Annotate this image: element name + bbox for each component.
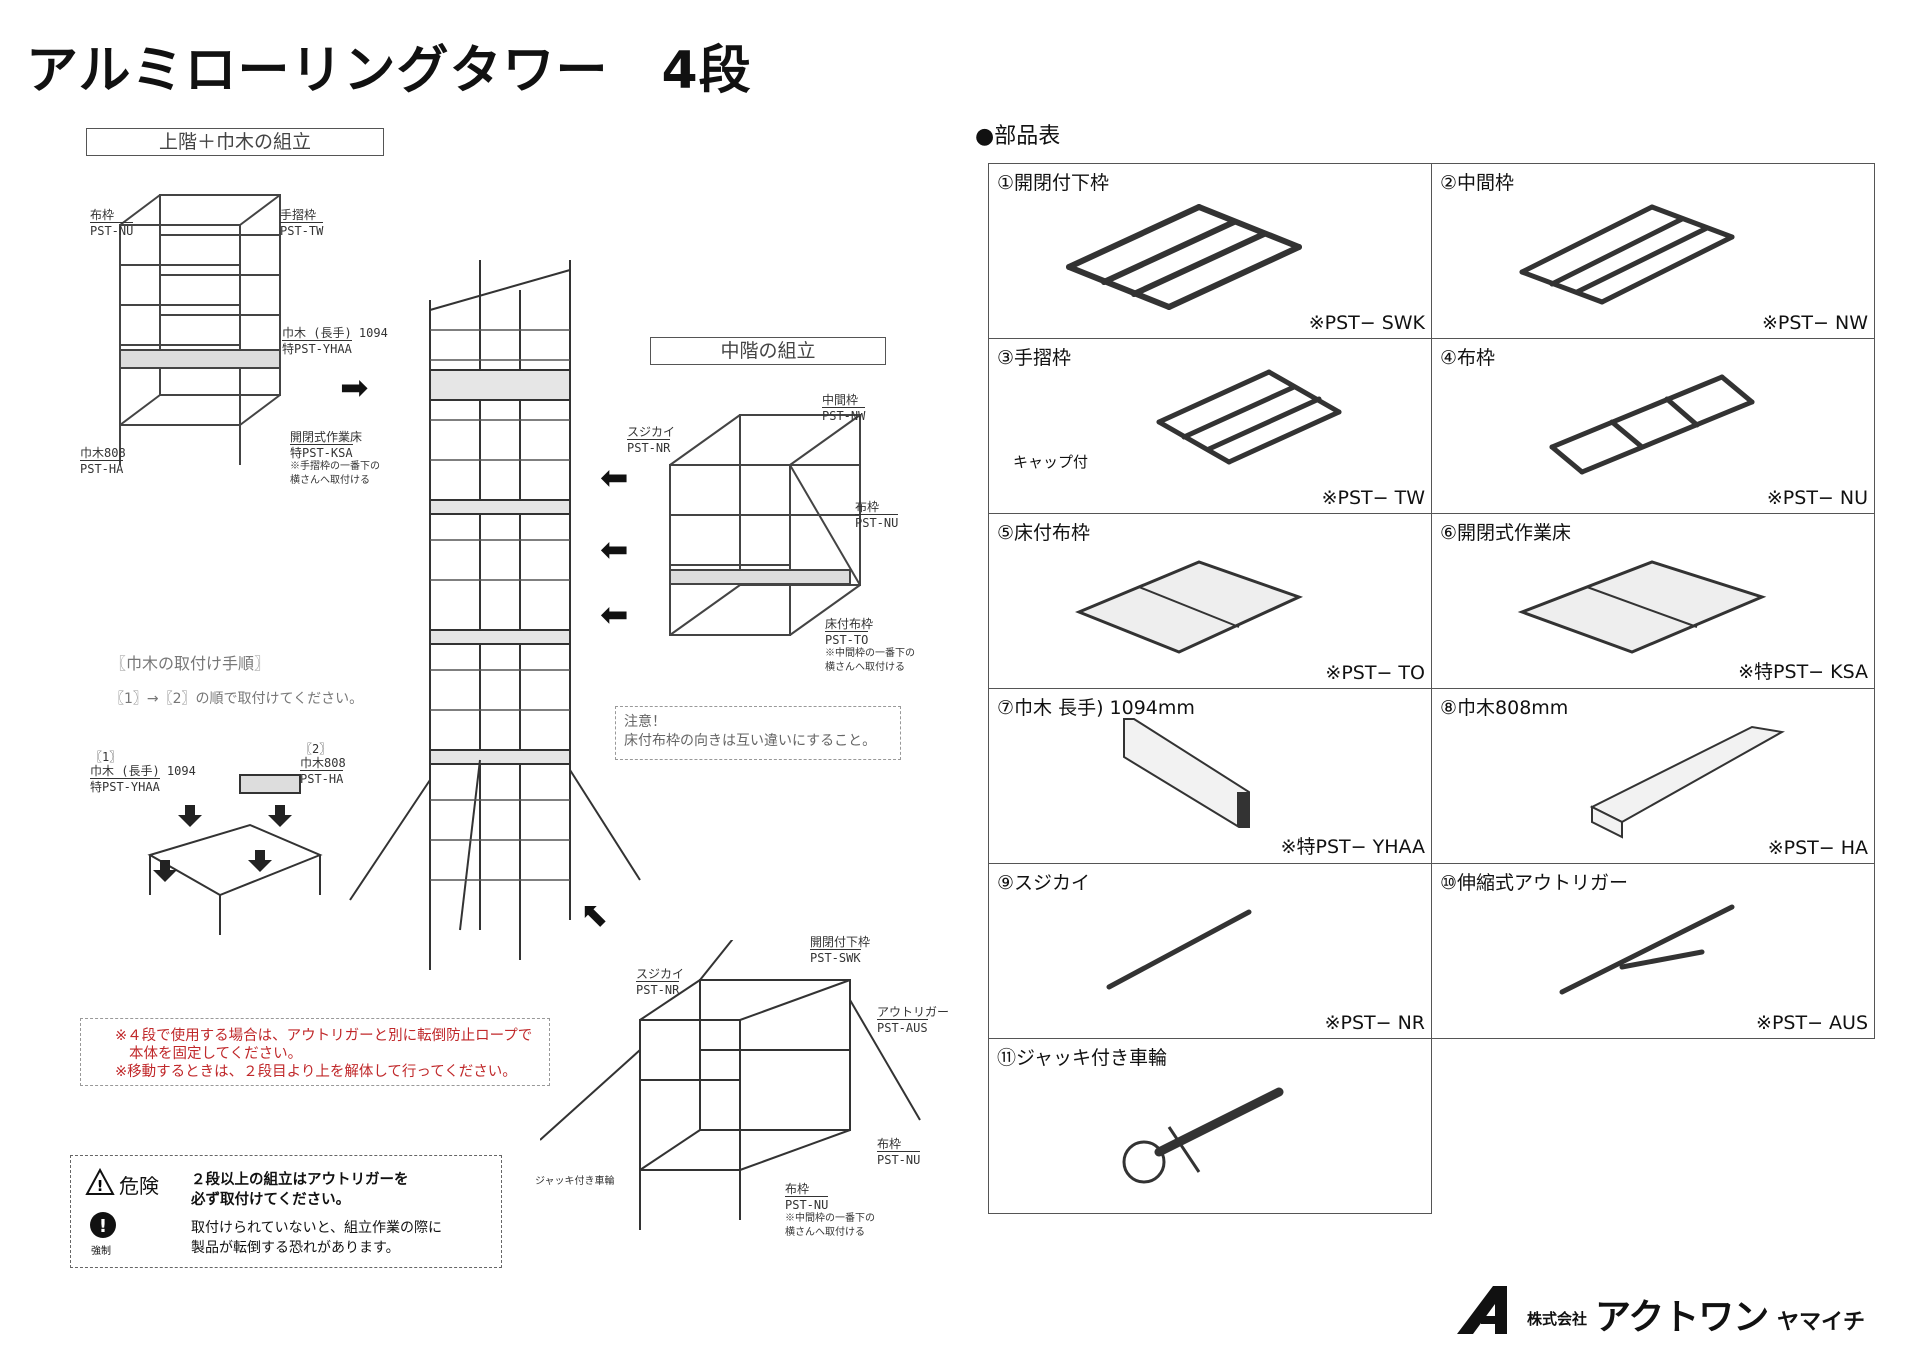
part-name: ③手摺枠 xyxy=(997,347,1072,369)
warning-triangle-icon: ! xyxy=(85,1168,115,1195)
empty-cell xyxy=(1432,1039,1875,1214)
middle-frame-part-drawing xyxy=(1519,204,1735,305)
part-cell: ③手摺枠 キャップ付 ※PST− TW xyxy=(988,338,1432,514)
part-cell: ⑦巾木 長手) 1094mm ※特PST− YHAA xyxy=(988,688,1432,864)
part-name: ⑪ジャッキ付き車輪 xyxy=(997,1047,1168,1069)
part-code: ※PST− NR xyxy=(1324,1012,1425,1034)
brace-drawing xyxy=(1106,909,1252,990)
company-type: 株式会社 xyxy=(1527,1310,1588,1328)
skirting-procedure-drawing xyxy=(147,774,323,935)
part-name: ⑤床付布枠 xyxy=(997,522,1091,544)
part-code: ※PST− AUS xyxy=(1756,1012,1868,1034)
arrow-left-icon: ⬅ xyxy=(600,595,629,635)
danger-box: ! 危険 ! 強制 ２段以上の組立はアウトリガーを必ず取付けてください。 取付け… xyxy=(70,1155,502,1268)
base-frame-drawing xyxy=(540,940,921,1230)
outrigger-drawing xyxy=(1559,904,1735,995)
procedure-heading: 〖巾木の取付け手順〗 xyxy=(110,654,271,673)
upper-frame-drawing xyxy=(119,194,281,465)
short-skirting-drawing xyxy=(1589,725,1785,839)
handrail-frame-drawing xyxy=(1156,369,1342,465)
part-name: ⑩伸縮式アウトリガー xyxy=(1440,872,1629,894)
part-code: ※PST− TW xyxy=(1321,487,1425,509)
brand-mark-icon xyxy=(1457,1286,1507,1334)
arrow-left-icon: ⬅ xyxy=(600,458,629,498)
part-name: ⑦巾木 長手) 1094mm xyxy=(997,697,1195,719)
long-skirting-drawing xyxy=(1123,718,1250,828)
part-cell: ⑥開閉式作業床 ※特PST− KSA xyxy=(1431,513,1875,689)
work-floor-drawing xyxy=(1517,560,1767,654)
lower-frame-drawing xyxy=(1066,204,1302,310)
tower-drawing xyxy=(349,260,641,970)
page-title: アルミローリングタワー 4段 xyxy=(26,41,752,101)
mandatory-label: 強制 xyxy=(91,1246,111,1257)
part-name: ⑧巾木808mm xyxy=(1440,697,1569,719)
svg-text:!: ! xyxy=(97,1177,104,1195)
part-code: ※PST− TO xyxy=(1325,662,1425,684)
brand-sub: ヤマイチ xyxy=(1777,1310,1866,1335)
cap-note: キャップ付 xyxy=(1013,453,1089,471)
base-jack-label: ジャッキ付き車輪 xyxy=(535,1176,615,1187)
part-cell: ⑪ジャッキ付き車輪 xyxy=(988,1038,1432,1214)
parts-heading: ●部品表 xyxy=(975,124,1061,149)
part-code: ※PST− SWK xyxy=(1308,312,1425,334)
middle-assembly-label: 中階の組立 xyxy=(650,337,886,365)
danger-bold-text: ２段以上の組立はアウトリガーを必ず取付けてください。 xyxy=(191,1172,409,1208)
part-code: ※特PST− KSA xyxy=(1738,661,1868,683)
arrow-right-icon: ➡ xyxy=(340,368,369,408)
parts-table: ①開閉付下枠 ※PST− SWK ②中間枠 ※PST− NW ③手摺枠 キャップ… xyxy=(988,163,1875,1214)
part-cell: ⑤床付布枠 ※PST− TO xyxy=(988,513,1432,689)
red-warning-box: ※４段で使用する場合は、アウトリガーと別に転倒防止ロープで 本体を固定してくださ… xyxy=(80,1018,550,1086)
upper-ksa-label: 開閉式作業床特PST-KSA ※手摺枠の一番下の横さんへ取付ける xyxy=(290,430,380,486)
cloth-frame-drawing xyxy=(1549,374,1755,475)
jack-wheel-drawing xyxy=(1122,1087,1284,1184)
part-cell: ⑩伸縮式アウトリガー ※PST− AUS xyxy=(1431,863,1875,1039)
danger-detail-text: 取付けられていないと、組立作業の際に製品が転倒する恐れがあります。 xyxy=(191,1220,443,1256)
part-cell: ④布枠 ※PST− NU xyxy=(1431,338,1875,514)
part-cell: ①開閉付下枠 ※PST− SWK xyxy=(988,163,1432,339)
part-code: ※PST− NU xyxy=(1766,487,1868,509)
caution-note: 注意！床付布枠の向きは互い違いにすること。 xyxy=(615,706,901,760)
arrow-left-icon: ⬅ xyxy=(600,530,629,570)
part-name: ④布枠 xyxy=(1440,347,1496,369)
part-cell: ⑧巾木808mm ※PST− HA xyxy=(1431,688,1875,864)
upper-assembly-label: 上階＋巾木の組立 xyxy=(86,128,384,156)
part-name: ⑥開閉式作業床 xyxy=(1440,522,1572,544)
floor-frame-drawing xyxy=(1075,560,1304,654)
part-name: ⑨スジカイ xyxy=(997,872,1091,894)
danger-label: 危険 xyxy=(119,1174,159,1198)
part-cell: ②中間枠 ※PST− NW xyxy=(1431,163,1875,339)
part-code: ※特PST− YHAA xyxy=(1280,836,1425,858)
procedure-text: 〖1〗→〖2〗の順で取付けてください。 xyxy=(110,691,364,707)
svg-text:!: ! xyxy=(99,1216,107,1237)
part-name: ②中間枠 xyxy=(1440,172,1515,194)
part-code: ※PST− HA xyxy=(1767,837,1868,859)
middle-frame-drawing xyxy=(669,414,861,636)
part-name: ①開閉付下枠 xyxy=(997,172,1110,194)
brand-name: アクトワン xyxy=(1595,1297,1769,1338)
part-code: ※PST− NW xyxy=(1761,312,1868,334)
part-cell: ⑨スジカイ ※PST− NR xyxy=(988,863,1432,1039)
mandatory-icon: ! xyxy=(90,1212,116,1238)
arrow-up-left-icon: ⬉ xyxy=(580,895,609,935)
